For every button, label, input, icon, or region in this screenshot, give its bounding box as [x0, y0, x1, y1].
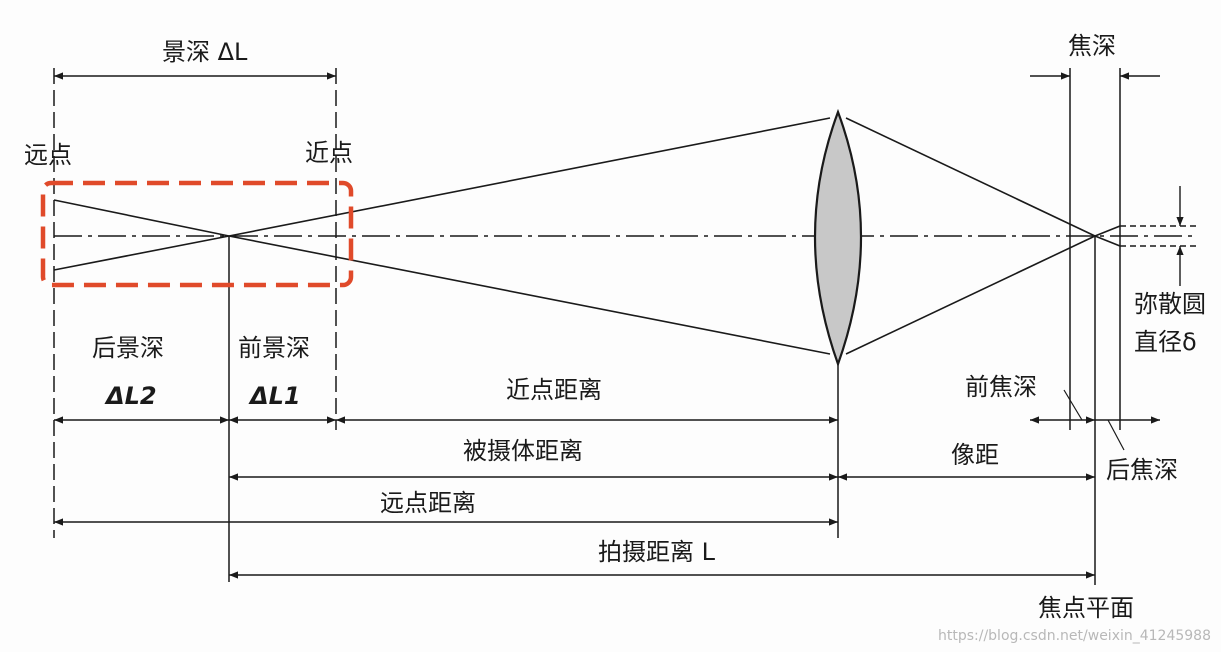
coc-diameter-label-line2: 直径δ: [1134, 328, 1197, 356]
coc-guides: [1120, 186, 1198, 286]
near-point-label: 近点: [305, 139, 353, 167]
focal-depth-label: 焦深: [1068, 32, 1116, 60]
far-point-distance-label: 远点距离: [380, 489, 476, 517]
front-focal-leader: [1063, 389, 1083, 421]
delta-l2-label: ΔL2: [106, 382, 157, 410]
rear-focal-leader: [1107, 419, 1125, 451]
coc-diameter-label-line1: 弥散圆: [1134, 290, 1206, 318]
delta-l1-label: ΔL1: [250, 382, 301, 410]
lens: [813, 108, 863, 368]
near-point-distance-label: 近点距离: [506, 376, 602, 404]
rear-dof-label: 后景深: [92, 334, 164, 362]
light-rays: [53, 117, 1121, 355]
watermark: https://blog.csdn.net/weixin_41245988: [937, 628, 1211, 644]
subject-distance-label: 被摄体距离: [463, 437, 583, 465]
focal-plane-label: 焦点平面: [1038, 594, 1134, 622]
image-distance-label: 像距: [951, 441, 999, 469]
depth-of-field-label: 景深 ΔL: [162, 38, 248, 66]
rear-focal-depth-label: 后焦深: [1106, 456, 1178, 484]
dimension-arrows: [54, 72, 1160, 579]
front-dof-label: 前景深: [238, 334, 310, 362]
highlight-box: [40, 180, 354, 288]
front-focal-depth-label: 前焦深: [965, 373, 1037, 401]
shooting-distance-label: 拍摄距离 L: [598, 538, 715, 566]
far-point-label: 远点: [24, 141, 72, 169]
